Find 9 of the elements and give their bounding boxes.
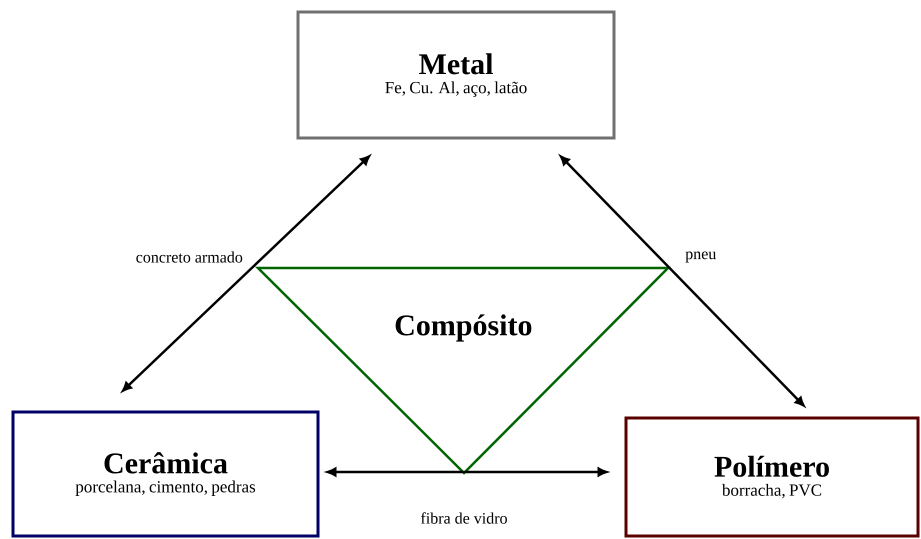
edge-label: pneu [684,250,718,264]
double-arrow [326,468,608,476]
double-arrow [560,156,805,406]
double-arrow [122,155,370,392]
edge-label: fibra de vidro [419,511,509,525]
material-box: Polímero borracha, PVC [624,416,920,538]
material-box: Cerâmica porcelana, cimento, pedras [12,410,320,538]
edge-label: concreto armado [134,250,244,264]
material-box: Metal Fe, Cu. Al, aço, latão [296,10,616,140]
